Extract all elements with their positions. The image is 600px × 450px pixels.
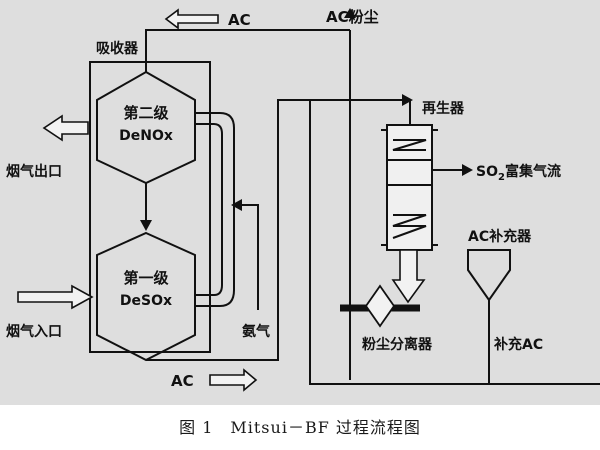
ac-bottom-label: AC — [171, 372, 194, 390]
desox-stage-number-label: 第一级 — [123, 269, 169, 287]
flue-gas-outlet-arrow — [42, 114, 89, 142]
regenerator-outlet-arrow — [391, 249, 426, 304]
process-flow-diagram: AC 吸收器 AC粉尘 再生器 SO2富集气流 AC补充器 烟气出口 烟气入口 … — [0, 0, 600, 405]
ac-top-label: AC — [228, 11, 251, 29]
ammonia-loop-inner — [196, 123, 223, 296]
absorber-vessel — [89, 61, 211, 353]
internal-flow-arrowhead — [140, 220, 152, 231]
denox-stage-number-label: 第二级 — [123, 104, 169, 122]
figure-caption: 图 1 Mitsui－BF 过程流程图 — [179, 418, 421, 437]
makeup-ac-label: 补充AC — [493, 336, 543, 353]
regenerator-label: 再生器 — [422, 100, 465, 117]
denox-stage-name-label: DeNOx — [119, 128, 173, 144]
ac-outlet-line — [146, 99, 405, 361]
ac-dust-arrowhead — [344, 8, 356, 18]
regenerator-inlet-arrowhead — [402, 94, 413, 106]
absorber-label: 吸收器 — [96, 40, 139, 57]
so2-flow-label: SO2富集气流 — [476, 163, 561, 183]
ac-feed-line — [145, 29, 350, 72]
ammonia-loop-outer — [196, 112, 235, 307]
so2-stream-arrowhead — [462, 164, 473, 176]
ammonia-arrowhead — [231, 199, 242, 211]
regenerator-upper-coil — [392, 139, 427, 151]
dust-separator-diamond — [364, 284, 396, 328]
dust-separator-label: 粉尘分离器 — [362, 336, 433, 353]
desox-stage-name-label: DeSOx — [120, 293, 172, 309]
ammonia-label: 氨气 — [242, 323, 270, 340]
ac-replenisher-label: AC补充器 — [468, 228, 532, 245]
ammonia-line — [236, 204, 259, 310]
flue-gas-inlet-arrow — [17, 284, 94, 310]
ac-bottom-hollow-arrow — [209, 368, 258, 392]
ac-replenisher-hopper — [467, 249, 511, 302]
ac-dust-label: AC粉尘 — [326, 8, 379, 26]
flue-gas-inlet-label: 烟气入口 — [6, 323, 62, 340]
ac-top-hollow-arrow — [164, 8, 219, 30]
ac-return-line — [309, 100, 600, 385]
flue-gas-outlet-label: 烟气出口 — [6, 163, 62, 180]
regenerator-lower-coil — [392, 214, 427, 239]
